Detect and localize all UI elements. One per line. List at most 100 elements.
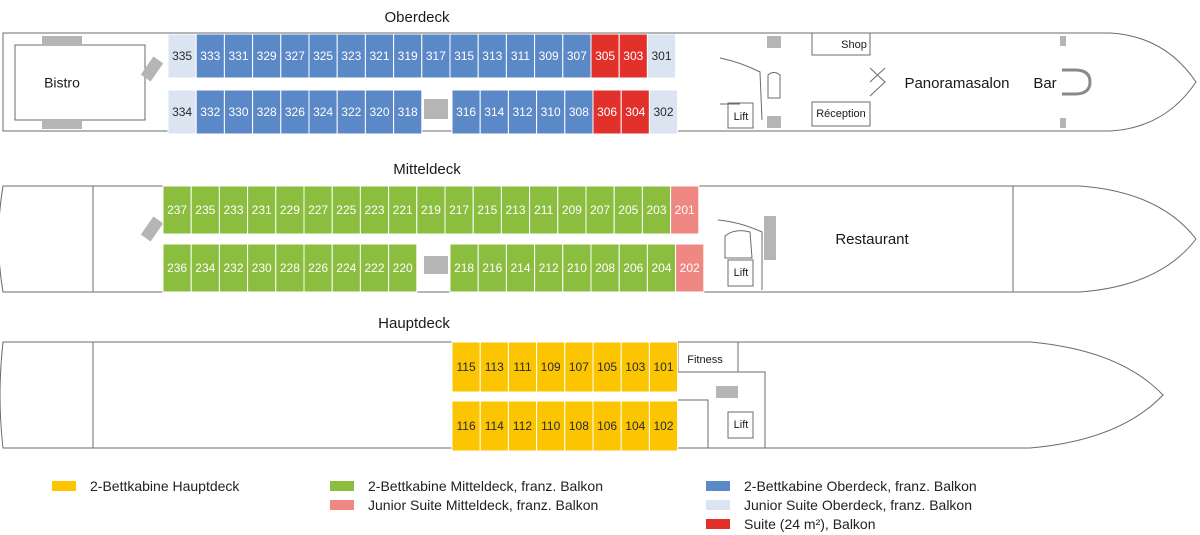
cabin-331[interactable] xyxy=(223,33,254,79)
cabin-309[interactable] xyxy=(534,33,564,79)
cabin-label: 317 xyxy=(426,49,446,63)
cabin-219[interactable] xyxy=(416,185,446,235)
cabin-label: 303 xyxy=(623,49,643,63)
cabin-109[interactable] xyxy=(536,341,566,393)
cabin-212[interactable] xyxy=(534,243,564,293)
cabin-label: 335 xyxy=(172,49,192,63)
legend-label: 2-Bettkabine Hauptdeck xyxy=(90,478,240,494)
cabin-324[interactable] xyxy=(308,89,338,135)
hauptdeck-title: Hauptdeck xyxy=(378,315,450,332)
cabin-209[interactable] xyxy=(557,185,587,235)
cabin-232[interactable] xyxy=(218,243,249,293)
cabin-210[interactable] xyxy=(562,243,592,293)
cabin-306[interactable] xyxy=(592,89,622,135)
cabin-234[interactable] xyxy=(190,243,220,293)
ober-forward-partition xyxy=(719,57,763,121)
cabin-label: 221 xyxy=(393,203,413,217)
cabin-221[interactable] xyxy=(388,185,418,235)
shop-room xyxy=(811,32,871,56)
legend-swatch xyxy=(706,519,730,529)
cabin-327[interactable] xyxy=(280,33,310,79)
cabin-225[interactable] xyxy=(331,185,361,235)
legend-swatch xyxy=(330,500,354,510)
stairs-bistro-bottom xyxy=(42,121,82,129)
bar-label: Bar xyxy=(1033,75,1056,92)
cabin-325[interactable] xyxy=(308,33,338,79)
cabin-211[interactable] xyxy=(529,185,559,235)
cabin-302[interactable] xyxy=(648,89,679,135)
legend-item: Junior Suite Oberdeck, franz. Balkon xyxy=(706,497,972,513)
cabin-116[interactable] xyxy=(451,400,481,452)
cabin-label: 230 xyxy=(252,261,272,275)
cabin-332[interactable] xyxy=(195,89,225,135)
cabin-231[interactable] xyxy=(247,185,277,235)
cabin-326[interactable] xyxy=(280,89,310,135)
stairs-mittel-mid xyxy=(424,256,448,274)
cabin-213[interactable] xyxy=(500,185,531,235)
cabin-301[interactable] xyxy=(646,33,677,79)
cabin-label: 318 xyxy=(398,105,418,119)
cabin-315[interactable] xyxy=(449,33,479,79)
cabin-335[interactable] xyxy=(167,33,197,79)
cabin-105[interactable] xyxy=(592,341,622,393)
cabin-319[interactable] xyxy=(393,33,423,79)
cabin-label: 215 xyxy=(477,203,497,217)
cabin-label: 214 xyxy=(510,261,530,275)
cabin-label: 234 xyxy=(195,261,215,275)
cabin-334[interactable] xyxy=(167,89,197,135)
cabin-label: 116 xyxy=(457,419,476,433)
cabin-202[interactable] xyxy=(675,243,705,293)
cabin-201[interactable] xyxy=(670,185,700,235)
legend-item: 2-Bettkabine Oberdeck, franz. Balkon xyxy=(706,478,977,494)
cabin-label: 323 xyxy=(341,49,361,63)
cabin-101[interactable] xyxy=(648,341,679,393)
cabin-308[interactable] xyxy=(564,89,594,135)
cabin-222[interactable] xyxy=(359,243,390,293)
cabin-214[interactable] xyxy=(505,243,536,293)
cabin-102[interactable] xyxy=(648,400,679,452)
cabin-110[interactable] xyxy=(536,400,566,452)
bistro-room xyxy=(14,44,146,121)
cabin-205[interactable] xyxy=(613,185,643,235)
cabin-112[interactable] xyxy=(507,400,538,452)
reception-label: Réception xyxy=(816,108,866,120)
cabin-111[interactable] xyxy=(507,341,538,393)
cabin-228[interactable] xyxy=(275,243,305,293)
cabin-311[interactable] xyxy=(505,33,536,79)
cabin-329[interactable] xyxy=(252,33,282,79)
cabin-215[interactable] xyxy=(472,185,502,235)
cabin-220[interactable] xyxy=(388,243,418,293)
cabin-312[interactable] xyxy=(507,89,538,135)
cabin-104[interactable] xyxy=(620,400,650,452)
cabin-233[interactable] xyxy=(218,185,249,235)
cabin-227[interactable] xyxy=(303,185,333,235)
cabin-323[interactable] xyxy=(336,33,366,79)
legend-item: Junior Suite Mitteldeck, franz. Balkon xyxy=(330,497,598,513)
cabin-label: 101 xyxy=(653,360,673,374)
cabin-106[interactable] xyxy=(592,400,622,452)
bar-counter xyxy=(1062,68,1092,96)
cabin-label: 321 xyxy=(369,49,389,63)
legend-item: 2-Bettkabine Mitteldeck, franz. Balkon xyxy=(330,478,603,494)
cabin-204[interactable] xyxy=(646,243,677,293)
cabin-label: 308 xyxy=(569,105,589,119)
cabin-303[interactable] xyxy=(618,33,648,79)
cabin-216[interactable] xyxy=(477,243,507,293)
cabin-236[interactable] xyxy=(162,243,192,293)
cabin-328[interactable] xyxy=(252,89,282,135)
legend-label: 2-Bettkabine Mitteldeck, franz. Balkon xyxy=(368,478,604,494)
ober-fwd-fixture-bottom xyxy=(1060,118,1066,128)
cabin-label: 334 xyxy=(172,105,192,119)
cabin-237[interactable] xyxy=(162,185,192,235)
cabin-label: 106 xyxy=(597,419,617,433)
cabin-108[interactable] xyxy=(564,400,594,452)
lift-box-ober xyxy=(727,102,754,129)
cabin-223[interactable] xyxy=(359,185,390,235)
cabin-321[interactable] xyxy=(364,33,395,79)
cabin-313[interactable] xyxy=(477,33,507,79)
cabin-115[interactable] xyxy=(451,341,481,393)
cabin-318[interactable] xyxy=(393,89,423,135)
cabin-235[interactable] xyxy=(190,185,220,235)
cabin-103[interactable] xyxy=(620,341,650,393)
cabin-label: 301 xyxy=(651,49,671,63)
